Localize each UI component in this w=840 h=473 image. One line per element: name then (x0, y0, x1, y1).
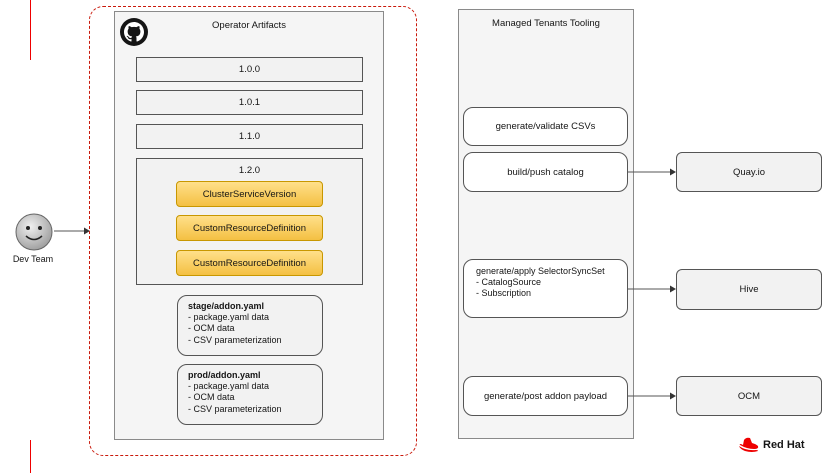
arrows-to-targets (628, 168, 676, 400)
addon-line: - CSV parameterization (188, 334, 282, 345)
managed-tenants-tooling-panel (458, 9, 634, 439)
left-accent-line-top (30, 0, 31, 60)
generate-apply-selectorsyncset-task: generate/apply SelectorSyncSet - Catalog… (463, 259, 628, 318)
red-hat-logo: Red Hat (738, 436, 828, 454)
quay-io-target: Quay.io (676, 152, 822, 192)
stage-addon-yaml-box: stage/addon.yaml - package.yaml data - O… (177, 295, 323, 356)
version-box-1-0-1: 1.0.1 (136, 90, 363, 115)
custom-resource-definition-resource: CustomResourceDefinition (176, 250, 323, 276)
version-box-1-0-0: 1.0.0 (136, 57, 363, 82)
addon-line: - OCM data (188, 323, 235, 334)
operator-boundary (89, 6, 417, 456)
prod-addon-yaml-box: prod/addon.yaml - package.yaml data - OC… (177, 364, 323, 425)
arrow-devteam-to-artifacts (54, 227, 90, 235)
addon-line: - package.yaml data (188, 381, 270, 392)
dev-team-label: Dev Team (12, 254, 54, 264)
red-hat-wordmark: Red Hat (763, 439, 805, 451)
selector-task-item: - CatalogSource (476, 277, 542, 288)
custom-resource-definition-resource: CustomResourceDefinition (176, 215, 323, 241)
version-box-1-1-0: 1.1.0 (136, 124, 363, 149)
selector-task-item: - Subscription (476, 288, 532, 299)
selector-task-title: generate/apply SelectorSyncSet (476, 266, 605, 276)
cluster-service-version-resource: ClusterServiceVersion (176, 181, 323, 207)
version-label-1-2-0: 1.2.0 (238, 165, 261, 176)
ocm-target: OCM (676, 376, 822, 416)
smiley-face-icon (15, 213, 53, 251)
build-push-catalog-task: build/push catalog (463, 152, 628, 192)
red-hat-icon (739, 437, 759, 452)
addon-header: stage/addon.yaml (188, 301, 265, 311)
addon-line: - CSV parameterization (188, 403, 282, 414)
generate-validate-csvs-task: generate/validate CSVs (463, 107, 628, 146)
operator-artifacts-title: Operator Artifacts (212, 20, 286, 31)
addon-line: - package.yaml data (188, 312, 270, 323)
dev-team-actor (14, 212, 54, 252)
addon-line: - OCM data (188, 392, 235, 403)
addon-header: prod/addon.yaml (188, 370, 261, 380)
hive-target: Hive (676, 269, 822, 310)
left-accent-line-bottom (30, 440, 31, 473)
generate-post-addon-payload-task: generate/post addon payload (463, 376, 628, 416)
github-icon (120, 18, 148, 46)
managed-tenants-tooling-title: Managed Tenants Tooling (492, 18, 600, 29)
